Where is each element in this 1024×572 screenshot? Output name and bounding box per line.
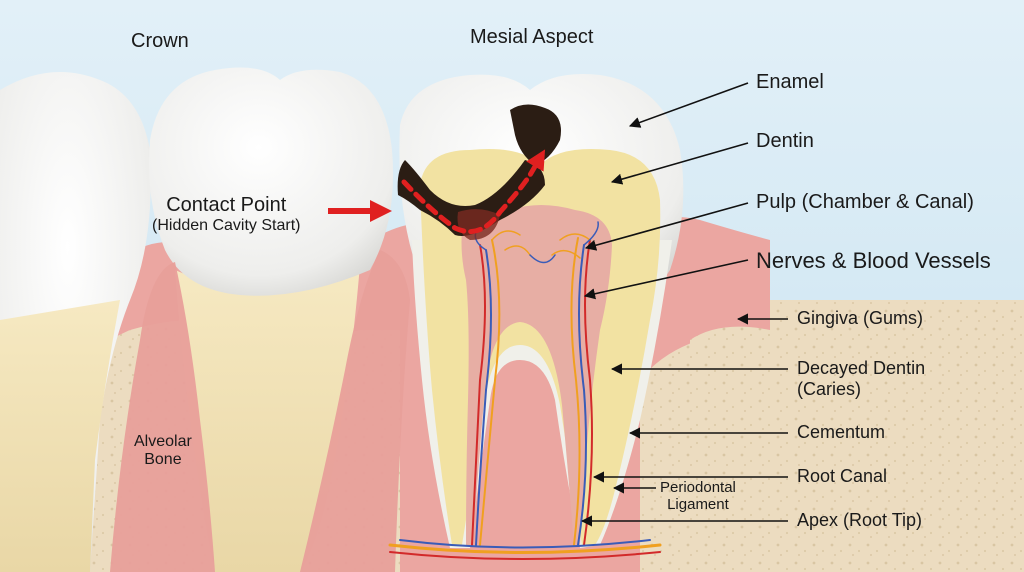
alveolar-line2: Bone (144, 451, 182, 469)
cementum-label: Cementum (797, 422, 886, 442)
enamel-label: Enamel (756, 71, 824, 93)
leader-lines (580, 82, 788, 527)
contact-point-label: Contact Point (Hidden Cavity Start) (152, 194, 301, 235)
leader-nerves (583, 259, 749, 300)
mesial-aspect-label: Mesial Aspect (470, 26, 594, 48)
nerves-and-vessels (388, 221, 662, 560)
dentin-label: Dentin (756, 130, 814, 152)
periodontal-line1: Periodontal (660, 479, 736, 496)
decayed-dentin-line2: (Caries) (797, 378, 862, 399)
gingiva-front-2 (300, 250, 410, 572)
leader-enamel (628, 82, 749, 128)
left-tooth-root (0, 300, 120, 572)
middle-tooth-root (175, 265, 360, 572)
periodontal-line2: Ligament (667, 496, 729, 514)
alveolar-bone-label: Alveolar Bone (134, 433, 192, 470)
contact-point-sub: (Hidden Cavity Start) (152, 217, 301, 234)
gingiva-front (110, 262, 215, 572)
contact-point-title: Contact Point (166, 194, 287, 216)
crown-label: Crown (131, 30, 189, 52)
alveolar-line1: Alveolar (134, 433, 192, 450)
leader-dentin (610, 142, 749, 185)
decayed-dentin-label: Decayed Dentin (Caries) (797, 358, 925, 399)
alveolar-bone-right (640, 330, 1024, 572)
root-canal-label: Root Canal (797, 466, 888, 486)
pulp-label: Pulp (Chamber & Canal) (756, 191, 974, 213)
nerves-label: Nerves & Blood Vessels (756, 248, 991, 273)
leader-pulp (584, 202, 749, 251)
apex-label: Apex (Root Tip) (797, 510, 923, 530)
caries-decay (397, 104, 561, 240)
contact-arrow-icon (328, 200, 392, 222)
middle-tooth-crown (149, 67, 394, 296)
caries-path-dashed (401, 149, 546, 234)
decayed-dentin-line1: Decayed Dentin (797, 358, 926, 378)
periodontal-label: Periodontal Ligament (660, 479, 736, 514)
gingiva-label: Gingiva (Gums) (797, 308, 924, 328)
